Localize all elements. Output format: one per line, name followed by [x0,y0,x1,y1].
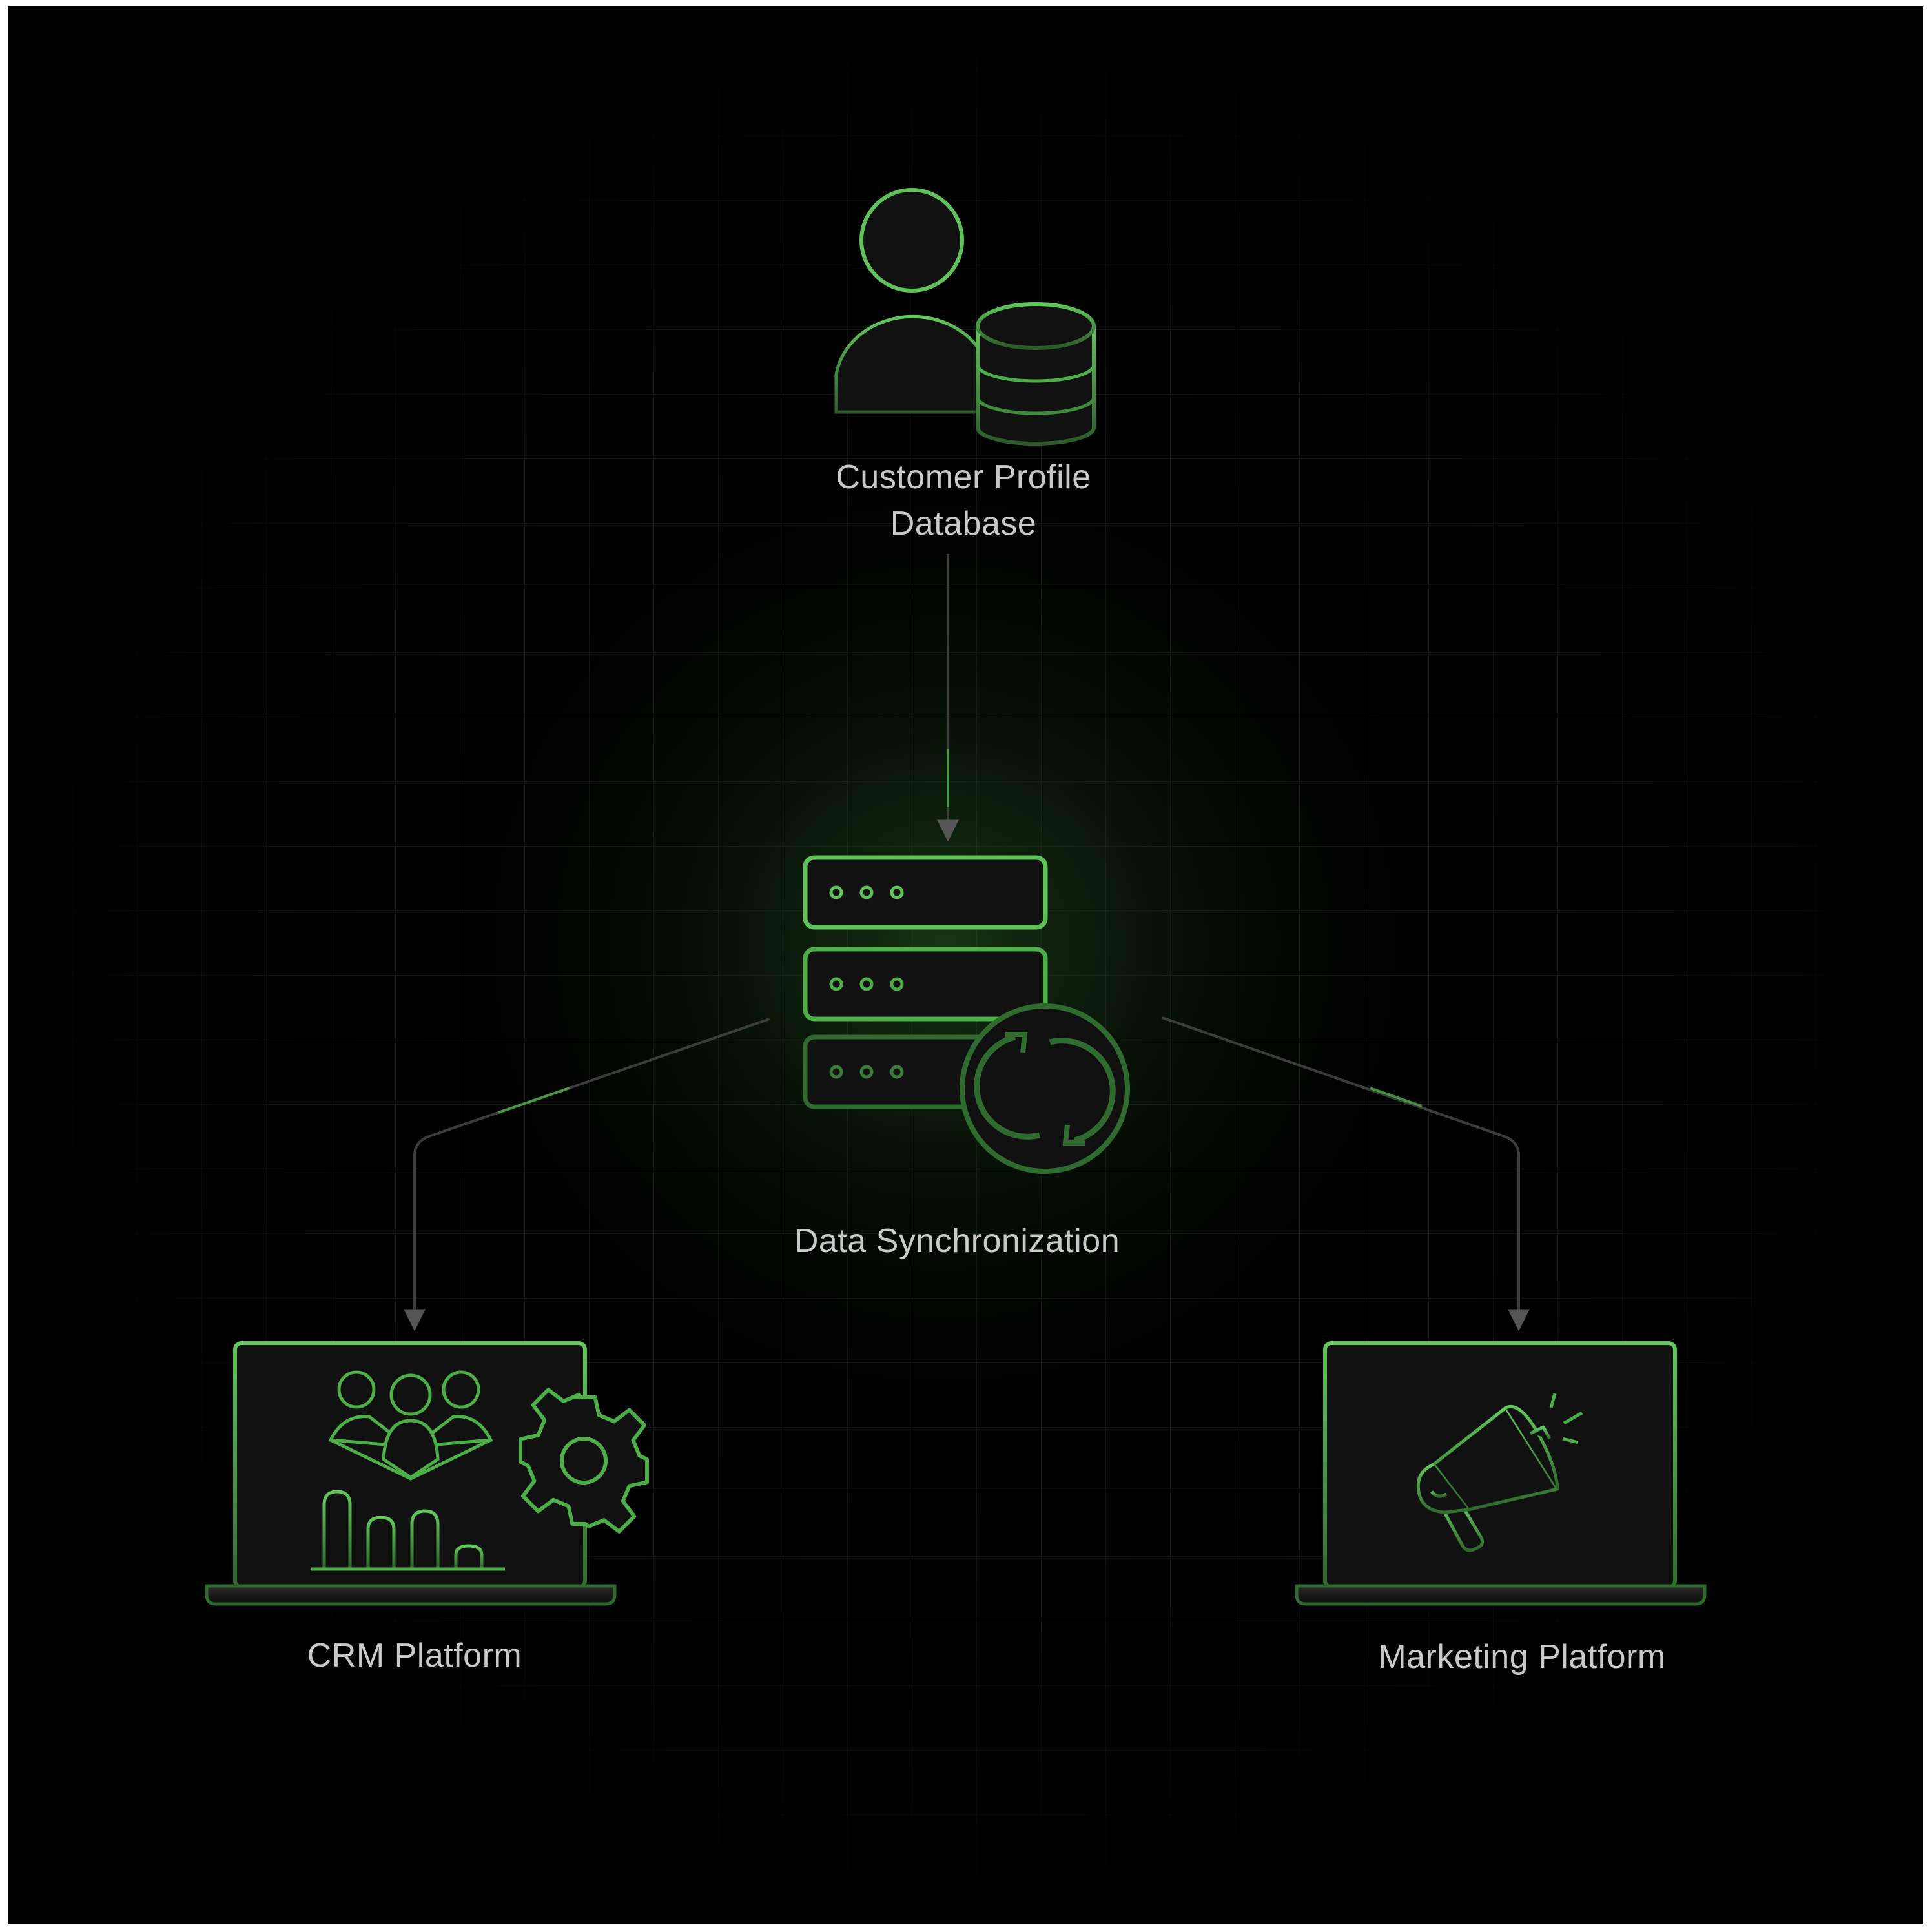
center-glow [440,452,1448,1434]
gear-icon [519,1388,649,1534]
laptop-team-analytics-icon [205,1341,649,1606]
node-label-customer-profile-database: Customer Profile Database [836,458,1091,542]
connector-sync-to-marketing [1162,1016,1530,1331]
team-icon [328,1370,493,1481]
diagram-svg [8,6,1923,1924]
bar-chart-icon [311,1490,505,1571]
node-label-crm-platform: CRM Platform [307,1637,522,1674]
laptop-megaphone-icon [1295,1341,1707,1606]
diagram-canvas: Customer Profile Database Data Synchroni… [8,6,1923,1924]
node-label-marketing-platform: Marketing Platform [1378,1638,1666,1676]
sync-icon [960,1003,1130,1174]
connector-sync-to-crm [404,1018,770,1331]
server-sync-icon [803,855,1130,1174]
node-label-data-synchronization: Data Synchronization [794,1222,1120,1260]
megaphone-icon [1416,1393,1583,1552]
user-database-icon [834,188,1096,446]
